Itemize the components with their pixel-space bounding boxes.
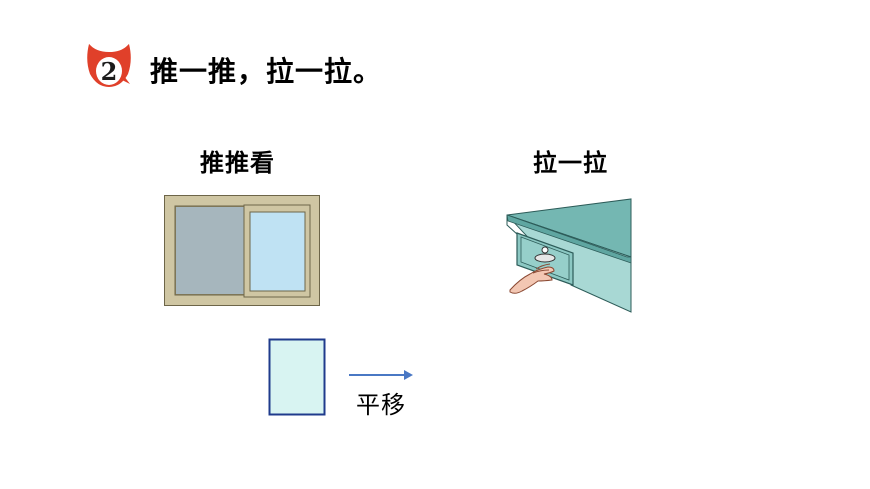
window-right-pane	[249, 211, 306, 292]
fox-badge-icon: 2	[87, 44, 131, 87]
rectangle-shape-icon	[268, 338, 326, 416]
badge-number: 2	[101, 57, 118, 86]
drawer-with-hand-icon	[506, 198, 632, 313]
window-left-pane	[176, 207, 246, 294]
push-label: 推推看	[200, 148, 275, 177]
page-title: 推一推，拉一拉。	[150, 55, 383, 88]
sliding-window-icon	[164, 195, 320, 306]
pull-label: 拉一拉	[533, 148, 608, 177]
right-arrow-icon	[349, 370, 413, 380]
translate-label: 平移	[356, 391, 406, 419]
